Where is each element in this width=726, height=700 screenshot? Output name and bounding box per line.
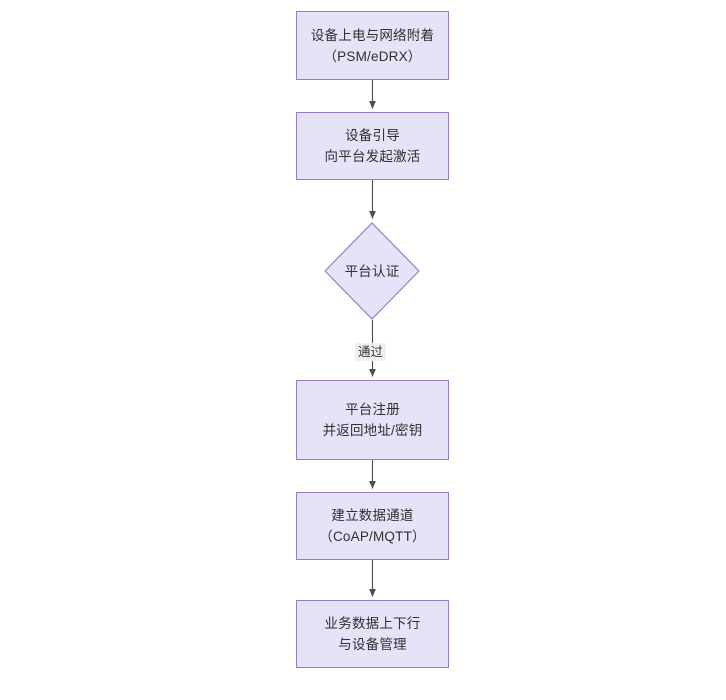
node-line-1: 建立数据通道: [331, 508, 414, 523]
platform-register-node[interactable]: 平台注册 并返回地址/密钥: [296, 380, 449, 460]
node-line-2: 向平台发起激活: [324, 149, 421, 164]
node-line-1: 设备引导: [345, 128, 400, 143]
node-line-1: 平台注册: [345, 402, 400, 417]
platform-auth-decision[interactable]: 平台认证: [324, 222, 420, 320]
node-line-1: 设备上电与网络附着: [310, 27, 435, 43]
device-bootstrap-node[interactable]: 设备引导 向平台发起激活: [296, 112, 449, 180]
node-line-1: 平台认证: [344, 263, 400, 279]
node-line-2: 并返回地址/密钥: [322, 423, 423, 438]
diamond-shape: [324, 222, 420, 320]
edge-label-pass: 通过: [355, 343, 387, 361]
data-channel-node[interactable]: 建立数据通道 （CoAP/MQTT）: [296, 492, 449, 560]
node-line-2: （CoAP/MQTT）: [319, 529, 426, 544]
business-data-node[interactable]: 业务数据上下行 与设备管理: [296, 600, 449, 668]
node-line-2: （PSM/eDRX）: [323, 48, 422, 64]
device-power-on-node[interactable]: 设备上电与网络附着 （PSM/eDRX）: [296, 11, 449, 80]
node-line-2: 与设备管理: [338, 637, 407, 652]
node-line-1: 业务数据上下行: [324, 616, 421, 631]
